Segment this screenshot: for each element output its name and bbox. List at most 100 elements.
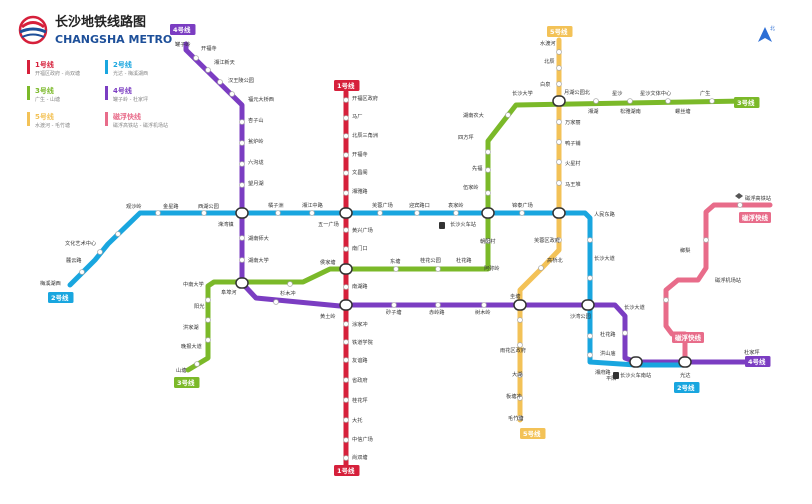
svg-text:5号线: 5号线 (523, 429, 541, 438)
station-label: 橘子洲 (268, 201, 284, 209)
station-dot (538, 265, 544, 271)
station-label: 芙蓉广场 (372, 201, 393, 209)
station-label: 杏子山 (248, 116, 264, 124)
station-label: 长沙大学 (512, 89, 533, 97)
station-label: 麓云路 (66, 256, 82, 264)
station-label: 芙蓉区政府 (534, 236, 560, 244)
station-dot (343, 339, 349, 345)
station-label: 溁湾镇 (218, 220, 234, 228)
station-label: 南门口 (352, 244, 368, 252)
interchange-marker (235, 277, 249, 289)
interchange-marker (235, 207, 249, 219)
station-dot (505, 112, 511, 118)
station-dot (343, 97, 349, 103)
station-label: 文昌阁 (352, 168, 368, 176)
legend-line-name: 3号线 (35, 86, 54, 95)
svg-text:2号线: 2号线 (51, 293, 69, 302)
station-dot (309, 210, 315, 216)
station-label: 东塘 (390, 257, 400, 265)
interchange-stations (235, 95, 692, 368)
station-label: 毛竹塘 (508, 414, 524, 422)
svg-text:3号线: 3号线 (177, 378, 195, 387)
station-label: 螺丝塘 (675, 107, 691, 115)
station-label: 白泉 (540, 80, 551, 88)
station-label: 水渡河 (540, 39, 556, 47)
station-label: 罐子岭 (175, 40, 191, 48)
station-dot (485, 149, 491, 155)
station-label: 侯家塘 (320, 258, 336, 266)
interchange-marker (552, 95, 566, 107)
station-dot (343, 397, 349, 403)
station-dot (287, 281, 293, 287)
station-label: 人民东路 (594, 210, 616, 218)
station-dot (343, 190, 349, 196)
station-dot (275, 210, 281, 216)
line-tag-line3-right: 3号线 (734, 97, 760, 108)
legend-swatch (27, 112, 30, 126)
station-dot (627, 98, 633, 104)
station-dot (517, 342, 523, 348)
airport-icon (735, 193, 743, 199)
svg-text:磁浮快线: 磁浮快线 (742, 213, 769, 222)
station-label: 中信广场 (352, 435, 373, 443)
legend-line-name: 磁浮快线 (113, 112, 141, 121)
line-tag-line2-left: 2号线 (48, 292, 74, 303)
station-label: 开福区政府 (352, 94, 378, 102)
legend-line-name: 5号线 (35, 112, 54, 121)
station-dot (556, 49, 562, 55)
station-label: 星沙 (612, 90, 622, 97)
station-dot (435, 266, 441, 272)
legend-swatch (105, 60, 108, 74)
line-tag-maglev-mid: 磁浮快线 (672, 332, 704, 343)
line-2-path (67, 210, 688, 368)
station-dot (556, 139, 562, 145)
station-dot (343, 227, 349, 233)
station-label: 梅溪湖西 (40, 279, 61, 287)
legend-line-desc: 光达 - 梅溪湖西 (113, 70, 148, 77)
station-dot (481, 302, 487, 308)
svg-text:3号线: 3号线 (737, 98, 755, 107)
station-dot (205, 317, 211, 323)
station-label: 西湖公园 (198, 202, 219, 210)
station-dot (343, 321, 349, 327)
station-label: 文化艺术中心 (65, 239, 96, 247)
station-dot (517, 395, 523, 401)
interchange-marker (339, 299, 353, 311)
station-dot (377, 210, 383, 216)
station-label: 尚双塘 (352, 453, 368, 461)
station-label: 友谊路 (352, 356, 368, 364)
station-label: 阳光 (194, 302, 204, 310)
line-tag-maglev-top: 磁浮快线 (739, 212, 771, 223)
station-dot (201, 210, 207, 216)
station-dot (665, 98, 671, 104)
station-dot (343, 133, 349, 139)
station-label: 迎宾路口 (409, 201, 430, 209)
station-label: 伍家岭 (463, 183, 479, 191)
line-tag-line1-bottom: 1号线 (334, 465, 360, 476)
station-label: 五一广场 (318, 220, 339, 228)
station-label: 锦泰广场 (512, 201, 533, 209)
interchange-marker (339, 207, 353, 219)
station-label: 火星村 (565, 159, 581, 167)
station-dot (622, 330, 628, 336)
station-label: 洪家湖 (183, 323, 199, 331)
station-label: 广生 (700, 89, 710, 97)
station-dot (343, 417, 349, 423)
line-tag-line4-right: 4号线 (745, 356, 771, 367)
station-label: 榔梨 (680, 246, 690, 254)
station-dot (115, 231, 121, 237)
station-label: 汉王陵公园 (228, 76, 254, 84)
station-dot (343, 246, 349, 252)
svg-text:1号线: 1号线 (337, 466, 355, 475)
svg-text:2号线: 2号线 (677, 383, 695, 392)
station-dot (435, 302, 441, 308)
station-dot (217, 79, 223, 85)
station-label: 桂花公园 (420, 256, 441, 264)
station-label: 开福寺 (201, 44, 217, 52)
station-dot (343, 357, 349, 363)
legend-line-desc: 磁浮高铁站 - 磁浮机场站 (113, 122, 168, 129)
station-dot (517, 372, 523, 378)
station-dot (239, 161, 245, 167)
